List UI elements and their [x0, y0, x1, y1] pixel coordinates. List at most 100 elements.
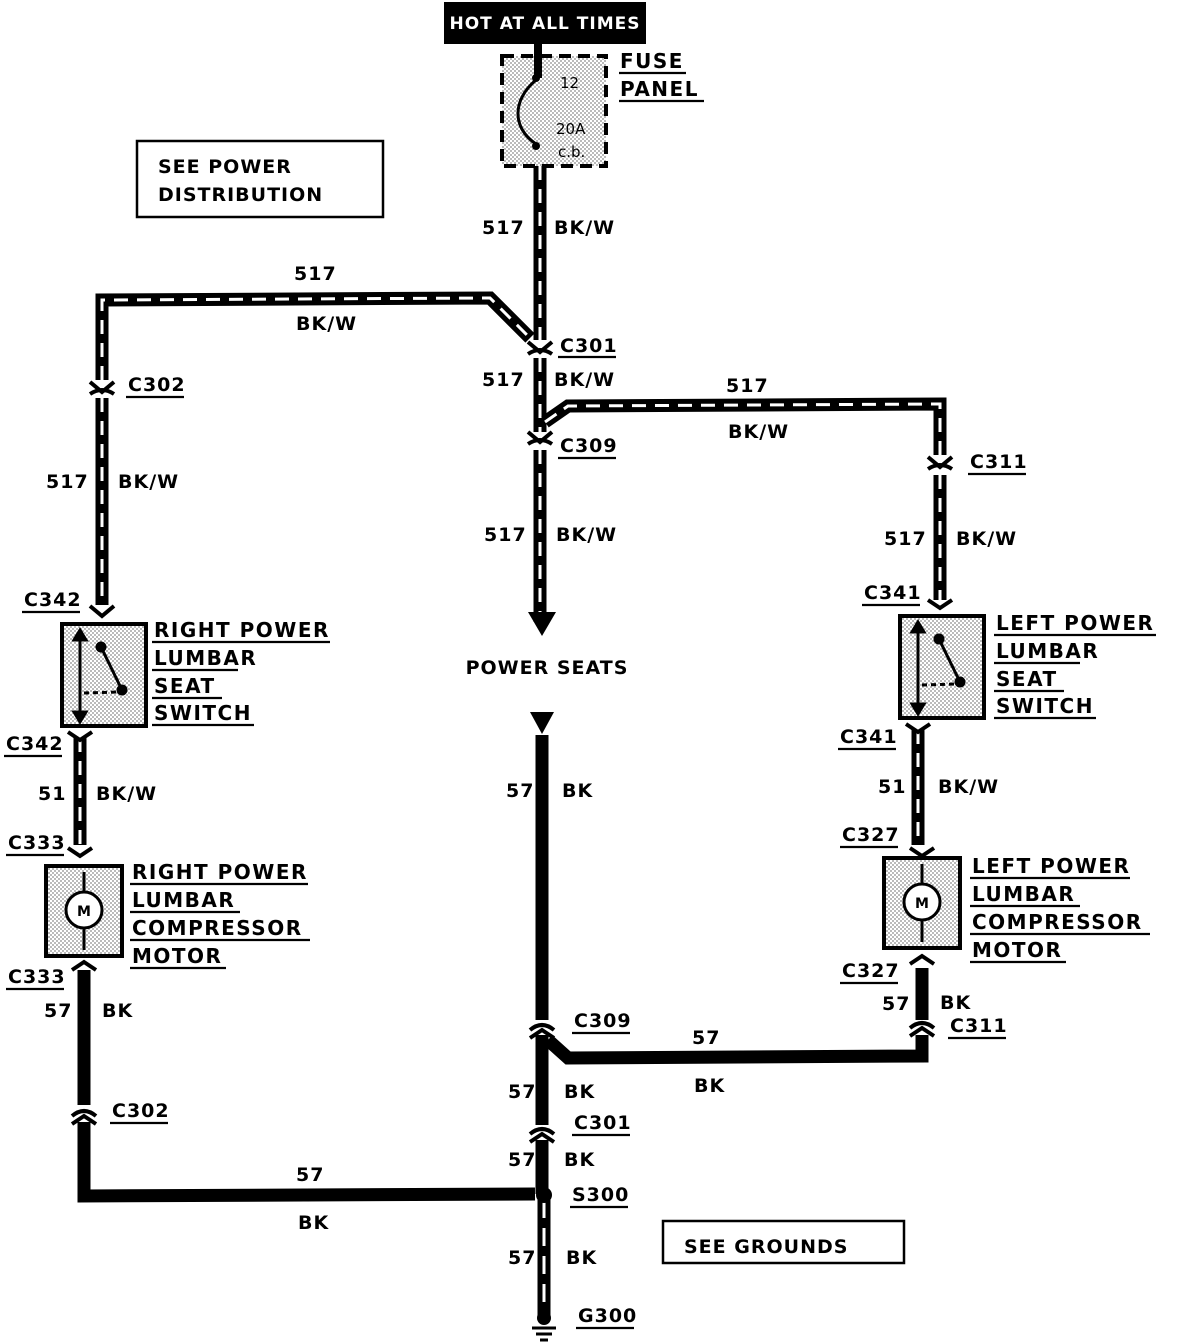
right-switch-label: RIGHT POWER LUMBAR SEAT SWITCH: [152, 618, 330, 727]
label-line: LEFT POWER: [996, 611, 1154, 635]
see-power-distribution-line2: DISTRIBUTION: [158, 184, 323, 206]
right-lumbar-motor: M: [44, 864, 124, 958]
fuse-panel-label-2: PANEL: [620, 77, 699, 101]
label-line: LUMBAR: [132, 888, 235, 912]
wire-color: BK/W: [938, 776, 999, 798]
label-line: LUMBAR: [972, 882, 1075, 906]
connector-label: S300: [572, 1184, 629, 1206]
arrow-icon: [528, 612, 556, 636]
fuse-icon: [516, 44, 542, 150]
wire-circuit: 517: [484, 524, 527, 546]
wire-color: BK: [298, 1212, 329, 1234]
hot-at-all-times-banner: HOT AT ALL TIMES: [444, 2, 646, 44]
wire-57-bk: [77, 735, 929, 1316]
see-power-distribution-line1: SEE POWER: [158, 156, 292, 178]
label-line: SEAT: [154, 674, 216, 698]
wire-labels: 517 BK/W 517 BK/W 517 BK/W 517 BK/W 517 …: [38, 217, 1017, 1269]
connector-label: C327: [842, 960, 900, 982]
wire-circuit: 51: [38, 783, 66, 805]
wire-color: BK/W: [956, 528, 1017, 550]
wire-circuit: 517: [482, 369, 525, 391]
motor-icon: M: [64, 872, 104, 950]
label-line: COMPRESSOR: [972, 910, 1143, 934]
label-line: LEFT POWER: [972, 854, 1130, 878]
fuse-type: c.b.: [558, 143, 585, 161]
wire-circuit: 517: [46, 471, 89, 493]
connector-label: C309: [560, 435, 618, 457]
label-line: SEAT: [996, 667, 1058, 691]
label-line: SWITCH: [996, 694, 1094, 718]
wire-circuit: 57: [882, 993, 910, 1015]
wire-circuit: 57: [692, 1027, 720, 1049]
connector-label: C327: [842, 824, 900, 846]
connector-labels: C301 C309 C302 C311 C342 C342 C341 C341 …: [4, 335, 1028, 1330]
connector-label: C301: [574, 1112, 632, 1134]
motor-icon: M: [902, 864, 942, 942]
wire-circuit: 517: [884, 528, 927, 550]
hot-label: HOT AT ALL TIMES: [450, 14, 641, 34]
wire-color: BK: [564, 1149, 595, 1171]
connector-label: C342: [6, 733, 64, 755]
left-motor-label: LEFT POWER LUMBAR COMPRESSOR MOTOR: [970, 854, 1150, 964]
wire-color: BK/W: [556, 524, 617, 546]
connector-label: C341: [840, 726, 898, 748]
wire-circuit: 517: [482, 217, 525, 239]
wire-circuit: 51: [878, 776, 906, 798]
left-switch-label: LEFT POWER LUMBAR SEAT SWITCH: [994, 611, 1156, 720]
connector-label: C309: [574, 1010, 632, 1032]
wire-circuit: 517: [294, 263, 337, 285]
wire-color: BK: [564, 1081, 595, 1103]
right-lumbar-switch: [60, 622, 148, 728]
wire-color: BK: [940, 992, 971, 1014]
wire-color: BK: [566, 1247, 597, 1269]
wire-circuit: 57: [506, 780, 534, 802]
switch-icon: [909, 619, 966, 717]
connector-label: C311: [950, 1015, 1008, 1037]
wire-color: BK/W: [96, 783, 157, 805]
fuse-panel-label-1: FUSE: [620, 49, 684, 73]
wire-color: BK: [694, 1075, 725, 1097]
label-line: SWITCH: [154, 701, 252, 725]
see-power-distribution-box: SEE POWER DISTRIBUTION: [135, 139, 385, 219]
connector-label: C311: [970, 451, 1028, 473]
ground-icon: [532, 1311, 556, 1342]
power-seats-label: POWER SEATS: [466, 657, 629, 679]
connector-label: G300: [578, 1305, 637, 1327]
connector-label: C302: [112, 1100, 170, 1122]
arrow-icon: [530, 712, 554, 734]
label-line: LUMBAR: [996, 639, 1099, 663]
label-line: COMPRESSOR: [132, 916, 303, 940]
connector-label: C342: [24, 589, 82, 611]
connector-label: C301: [560, 335, 618, 357]
wire-circuit: 57: [508, 1149, 536, 1171]
label-line: LUMBAR: [154, 646, 257, 670]
label-line: RIGHT POWER: [154, 618, 330, 642]
connector-label: C333: [8, 832, 66, 854]
label-line: MOTOR: [132, 944, 222, 968]
wire-color: BK/W: [554, 369, 615, 391]
wire-circuit: 57: [508, 1247, 536, 1269]
wire-color: BK: [102, 1000, 133, 1022]
wire-circuit: 517: [726, 375, 769, 397]
connector-symbols: [66, 340, 954, 1144]
see-grounds-box: SEE GROUNDS: [661, 1219, 906, 1265]
motor-m-label: M: [915, 896, 929, 912]
wire-517-bkw: [73, 166, 947, 845]
splice-icon: [536, 1187, 552, 1203]
label-line: MOTOR: [972, 938, 1062, 962]
wire-circuit: 57: [296, 1164, 324, 1186]
fuse-rating: 20A: [556, 120, 586, 138]
see-grounds-label: SEE GROUNDS: [684, 1236, 848, 1258]
fuse-number: 12: [560, 74, 579, 92]
connector-label: C333: [8, 966, 66, 988]
fuse-panel: 12 20A c.b. FUSE PANEL: [500, 44, 704, 168]
left-lumbar-motor: M: [882, 856, 962, 950]
connector-label: C341: [864, 582, 922, 604]
left-lumbar-switch: [898, 614, 986, 720]
switch-icon: [71, 627, 128, 725]
motor-m-label: M: [77, 904, 91, 920]
label-line: RIGHT POWER: [132, 860, 308, 884]
connector-label: C302: [128, 374, 186, 396]
wire-color: BK/W: [554, 217, 615, 239]
